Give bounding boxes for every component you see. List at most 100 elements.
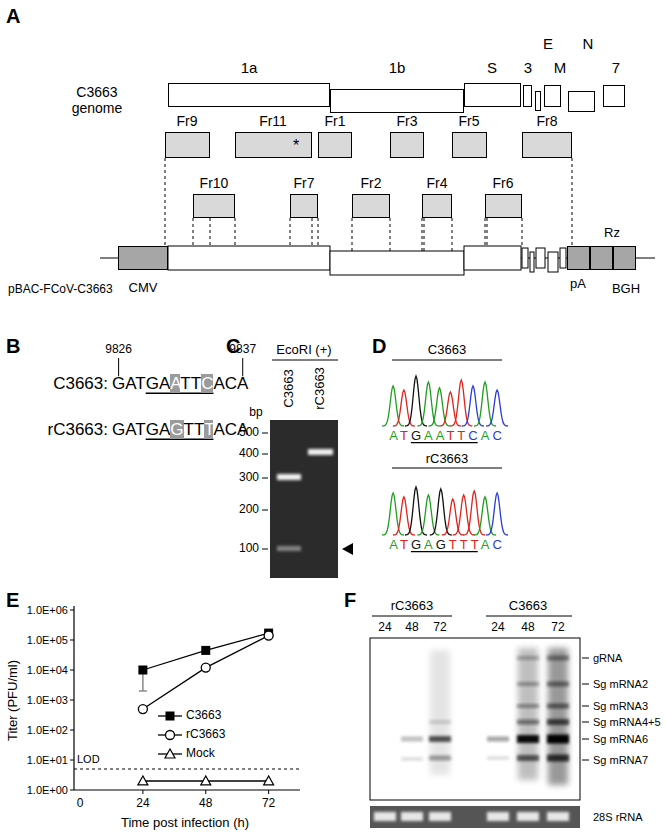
tick-label: 1.0E+02 xyxy=(27,724,68,737)
size-tick xyxy=(262,549,268,550)
axis-tick xyxy=(70,760,74,761)
panel-letter: A xyxy=(6,5,20,28)
rrna-band xyxy=(374,812,396,821)
band-label: Sg mRNA7 xyxy=(593,754,648,767)
panel-letter: B xyxy=(6,335,20,358)
trace-title: rC3663 xyxy=(426,452,469,467)
element-box: pA xyxy=(567,246,590,270)
data-marker xyxy=(166,731,175,740)
sequence-base: T xyxy=(471,537,481,552)
rrna-band xyxy=(547,812,569,821)
guide-line xyxy=(165,158,166,246)
trace-peak xyxy=(417,495,439,535)
group-label: rC3663 xyxy=(391,599,434,614)
orf-box xyxy=(560,248,566,268)
box-label: BGH xyxy=(612,282,640,297)
box-label: Fr8 xyxy=(537,113,558,129)
size-marker: 300 xyxy=(239,471,259,485)
limit-line xyxy=(74,769,300,770)
sequence-base: A xyxy=(213,374,224,393)
sequence-base: T xyxy=(460,537,471,552)
data-marker xyxy=(138,705,147,714)
panel-letter: C xyxy=(226,335,240,358)
guide-line xyxy=(210,218,211,246)
sequence-base: A xyxy=(436,428,447,443)
size-marker: 100 xyxy=(239,542,259,556)
axis-tick xyxy=(205,790,206,794)
sequence-base: T xyxy=(204,420,213,439)
trace-peak xyxy=(486,390,508,426)
element-box: Rz xyxy=(590,246,613,270)
orf-box xyxy=(522,248,528,268)
fragment-box: Fr5 xyxy=(452,132,487,158)
band-tick xyxy=(582,722,589,723)
element-box: CMV xyxy=(118,246,168,270)
axis-tick xyxy=(70,790,74,791)
tick-label: 1.0E+05 xyxy=(27,634,68,647)
rna-band xyxy=(401,737,423,742)
sequence-base: C xyxy=(225,420,237,439)
rna-band xyxy=(547,719,569,725)
rna-band xyxy=(517,735,539,743)
box-label: * xyxy=(293,137,299,155)
rna-band xyxy=(517,755,539,761)
rna-band xyxy=(517,682,539,686)
box-label: Fr7 xyxy=(294,175,315,191)
orf-box xyxy=(548,252,558,272)
box-label: 1b xyxy=(389,59,406,76)
box-label: Rz xyxy=(604,226,620,241)
sequence-base: T xyxy=(135,374,145,393)
sequence-base: G xyxy=(436,537,449,552)
trace-peak xyxy=(453,495,475,535)
sequence-base: C xyxy=(201,374,213,393)
guide-line xyxy=(487,218,488,246)
limit-label: LOD xyxy=(77,753,100,766)
blot-image xyxy=(370,638,580,800)
rrna-image xyxy=(370,806,580,828)
sequence-base: T xyxy=(191,374,201,393)
lane-label: 72 xyxy=(433,621,446,635)
trace-peak xyxy=(462,386,484,426)
sequence-base: C xyxy=(492,537,504,552)
size-marker: 500 xyxy=(239,426,259,440)
orf-box xyxy=(464,246,521,270)
x-axis xyxy=(74,789,300,790)
sequence-base: C xyxy=(492,428,504,443)
header-rule xyxy=(272,360,338,361)
orf-box: M xyxy=(544,85,561,107)
sequence-base: A xyxy=(125,374,135,393)
sequence-base: G xyxy=(411,428,424,443)
trace-title: C3663 xyxy=(428,343,466,358)
sequence-base: G xyxy=(411,537,424,552)
axis-title: Time post infection (h) xyxy=(121,816,249,831)
tick-label: 0 xyxy=(77,797,84,811)
orf-box: 3 xyxy=(523,85,532,107)
orf-box xyxy=(330,251,464,275)
size-marker: 400 xyxy=(239,447,259,461)
trace-peak xyxy=(486,493,508,535)
lane-label: 72 xyxy=(551,621,564,635)
y-axis xyxy=(73,606,74,790)
rna-smear xyxy=(548,648,568,785)
data-marker xyxy=(201,776,211,785)
tick-label: 24 xyxy=(136,797,149,811)
fragment-box: Fr6 xyxy=(485,194,522,218)
data-marker xyxy=(166,712,175,721)
tick-label: 1.0E+06 xyxy=(27,604,68,617)
sequence-text: GATGAATTCACA xyxy=(112,374,248,394)
rrna-band xyxy=(487,812,509,821)
tick-label: 72 xyxy=(262,797,275,811)
axis-tick xyxy=(70,610,74,611)
strain-label: rC3663: xyxy=(48,420,108,440)
box-label: Fr3 xyxy=(397,113,418,129)
sequence-base: G xyxy=(170,420,183,439)
data-marker xyxy=(138,666,147,675)
box-label: 3 xyxy=(524,59,532,76)
tick-label: 48 xyxy=(199,797,212,811)
header-rule xyxy=(392,360,502,361)
element-box: BGH xyxy=(613,246,636,270)
sequence-base: T xyxy=(135,420,145,439)
box-label: Fr9 xyxy=(177,113,198,129)
band-tick xyxy=(582,739,589,740)
